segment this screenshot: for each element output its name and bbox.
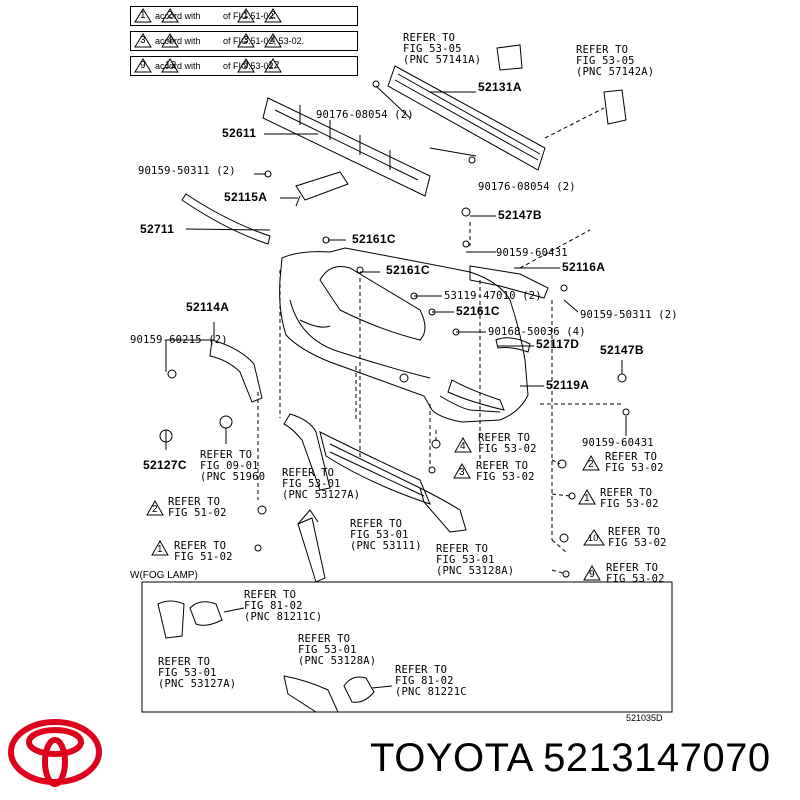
ref-fog-53128a: REFER TO FIG 53-01 (PNC 53128A): [298, 633, 377, 667]
toyota-logo: [8, 719, 102, 787]
tri-num: 10: [588, 533, 599, 543]
fastener-label: 90159-60215 (2): [130, 334, 228, 346]
note-tri-num: 2: [270, 10, 276, 21]
part-52711: 52711: [140, 222, 175, 236]
note-tri-num: 3: [243, 35, 249, 46]
ref-57142a: REFER TO FIG 53-05 (PNC 57142A): [576, 44, 655, 78]
fastener-label: 90168-50036 (4): [488, 326, 586, 338]
fog-lamp-label: W(FOG LAMP): [130, 570, 198, 581]
brand-part-number: TOYOTA 5213147070: [370, 736, 771, 780]
energy-absorber: [262, 97, 431, 197]
ref-53-02: REFER TO FIG 53-02: [476, 460, 535, 483]
note-tri-num: 12: [165, 60, 177, 71]
fastener-label: 90159-50311 (2): [138, 165, 236, 177]
fastener-label: 90159-50311 (2): [580, 309, 678, 321]
fastener-label: 90159-60431: [582, 437, 654, 449]
ref-51-02: REFER TO FIG 51-02: [174, 540, 233, 563]
part-52161c: 52161C: [386, 263, 430, 277]
ref-53127a: REFER TO FIG 53-01 (PNC 53127A): [282, 467, 361, 501]
fastener-label: 53119-47010 (2): [444, 290, 542, 302]
reinforcement-beam: [387, 65, 546, 171]
part-52161c: 52161C: [352, 232, 396, 246]
ref-53-02: REFER TO FIG 53-02: [606, 562, 665, 585]
part-52116a: 52116A: [562, 260, 606, 274]
part-52117d: 52117D: [536, 337, 580, 351]
part-52161c: 52161C: [456, 304, 500, 318]
part-52131a: 52131A: [478, 80, 522, 94]
fastener-label: 90159-60431: [496, 247, 568, 259]
ref-fog-53127a: REFER TO FIG 53-01 (PNC 53127A): [158, 656, 237, 690]
moulding-strip: [181, 193, 271, 245]
tri-num: 3: [459, 467, 465, 478]
part-52147b: 52147B: [600, 343, 644, 357]
fastener-label: 90176-08054 (2): [478, 181, 576, 193]
part-52114a: 52114A: [186, 300, 230, 314]
ref-51-02: REFER TO FIG 51-02: [168, 496, 227, 519]
bumper-cover: [279, 247, 529, 423]
tri-num: 1: [584, 493, 590, 504]
ref-81211c: REFER TO FIG 81-02 (PNC 81211C): [244, 589, 323, 623]
tri-num: 2: [588, 459, 594, 470]
ref-53-02: REFER TO FIG 53-02: [608, 526, 667, 549]
part-52115a: 52115A: [224, 190, 268, 204]
note-tri-num: 9: [140, 60, 146, 71]
note-tri-num: 2: [167, 10, 173, 21]
tri-num: 9: [589, 569, 595, 580]
ref-53-02: REFER TO FIG 53-02: [605, 451, 664, 474]
note-tri-num: 9: [243, 60, 249, 71]
ref-53-02: REFER TO FIG 53-02: [478, 432, 537, 455]
ref-53-02: REFER TO FIG 53-02: [600, 487, 659, 510]
tri-num: 2: [152, 504, 158, 515]
note-tri-num: 4: [270, 35, 276, 46]
diagram-code: 521035D: [626, 713, 663, 723]
part-52147b: 52147B: [498, 208, 542, 222]
ref-81221c: REFER TO FIG 81-02 (PNC 81221C: [395, 664, 467, 698]
part-52611: 52611: [222, 126, 257, 140]
note-tri-num: 12: [268, 60, 280, 71]
ref-51960: REFER TO FIG 09-01 (PNC 51960: [200, 449, 266, 483]
note-tri-num: 4: [167, 35, 173, 46]
fastener-label: 90176-08054 (2): [316, 109, 414, 121]
part-52119a: 52119A: [546, 378, 590, 392]
note-tri-num: 1: [140, 10, 146, 21]
ref-57141a: REFER TO FIG 53-05 (PNC 57141A): [403, 32, 482, 66]
note-tri-num: 1: [243, 10, 249, 21]
note-triangles: [134, 8, 282, 73]
lower-grille: [319, 431, 431, 505]
note-2: accord with of FIG.51-02, 53-02.: [130, 31, 358, 51]
tri-num: 1: [157, 544, 163, 555]
fog-lamp-frame: [141, 581, 673, 713]
part-52127c: 52127C: [143, 458, 187, 472]
note-3: accord with of FIG.53-02.: [130, 56, 358, 76]
ref-53128a: REFER TO FIG 53-01 (PNC 53128A): [436, 543, 515, 577]
note-1: accord with of FIG.51-02.: [130, 6, 358, 26]
ref-53111: REFER TO FIG 53-01 (PNC 53111): [350, 518, 422, 552]
note-tri-num: 3: [140, 35, 146, 46]
tri-num: 4: [460, 441, 466, 452]
